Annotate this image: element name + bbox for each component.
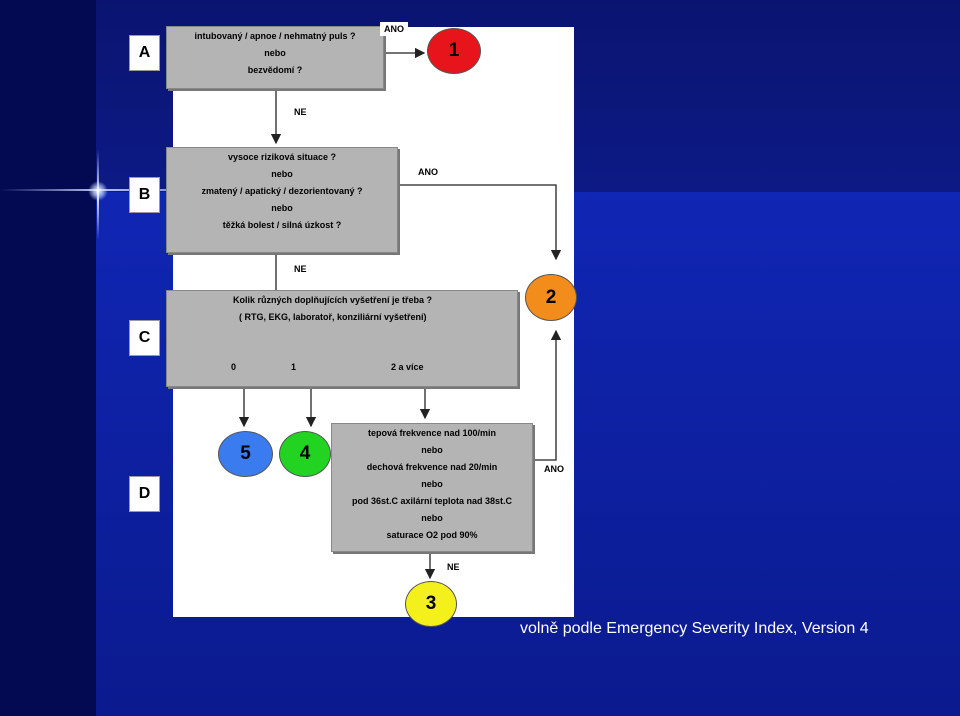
box-c-option-1: 1 xyxy=(291,362,297,372)
box-b-line-1: vysoce riziková situace ? xyxy=(227,152,337,162)
label-ano-a: ANO xyxy=(380,22,408,36)
box-d-line-3: dechová frekvence nad 20/min xyxy=(366,462,498,472)
box-c-option-2: 2 a více xyxy=(391,362,424,372)
box-d-line-2: nebo xyxy=(421,445,443,455)
label-ne-d: NE xyxy=(447,562,460,572)
label-ano-d: ANO xyxy=(538,461,570,477)
box-b-line-5: těžká bolest / silná úzkost ? xyxy=(222,220,342,230)
box-d-line-1: tepová frekvence nad 100/min xyxy=(367,428,497,438)
decision-box-a: intubovaný / apnoe / nehmatný puls ? neb… xyxy=(166,26,384,89)
level-5-circle: 5 xyxy=(218,431,273,477)
level-4-circle: 4 xyxy=(279,431,331,477)
box-c-question: Kolik různých doplňujících vyšetření je … xyxy=(233,295,433,305)
background-left xyxy=(0,0,96,716)
light-flare-center xyxy=(88,181,108,201)
level-1-circle: 1 xyxy=(427,28,481,74)
row-label-b: B xyxy=(129,177,160,213)
box-b-line-4: nebo xyxy=(271,203,293,213)
level-2-circle: 2 xyxy=(525,274,577,321)
row-label-d: D xyxy=(129,476,160,512)
box-b-line-2: nebo xyxy=(271,169,293,179)
box-d-line-4: nebo xyxy=(421,479,443,489)
decision-box-d: tepová frekvence nad 100/min nebo dechov… xyxy=(331,423,533,552)
label-ne-b: NE xyxy=(294,264,307,274)
row-label-a: A xyxy=(129,35,160,71)
box-c-option-0: 0 xyxy=(231,362,237,372)
box-a-line-3: bezvědomí ? xyxy=(247,65,303,75)
box-d-line-5: pod 36st.C axilární teplota nad 38st.C xyxy=(351,496,513,506)
label-ano-b: ANO xyxy=(418,167,438,177)
label-ne-a: NE xyxy=(294,107,307,117)
box-a-line-1: intubovaný / apnoe / nehmatný puls ? xyxy=(194,31,356,41)
source-caption: volně podle Emergency Severity Index, Ve… xyxy=(520,620,869,637)
arrow-d-to-2 xyxy=(533,329,562,461)
decision-box-c: Kolik různých doplňujících vyšetření je … xyxy=(166,290,518,387)
row-label-c: C xyxy=(129,320,160,356)
box-d-line-6: nebo xyxy=(421,513,443,523)
decision-box-b: vysoce riziková situace ? nebo zmatený /… xyxy=(166,147,398,253)
box-c-examples: ( RTG, EKG, laboratoř, konziliární vyšet… xyxy=(239,312,427,322)
level-3-circle: 3 xyxy=(405,581,457,627)
box-d-line-7: saturace O2 pod 90% xyxy=(386,530,478,540)
box-b-line-3: zmatený / apatický / dezorientovaný ? xyxy=(201,186,363,196)
box-a-line-2: nebo xyxy=(264,48,286,58)
arrow-b-to-2 xyxy=(398,184,562,261)
